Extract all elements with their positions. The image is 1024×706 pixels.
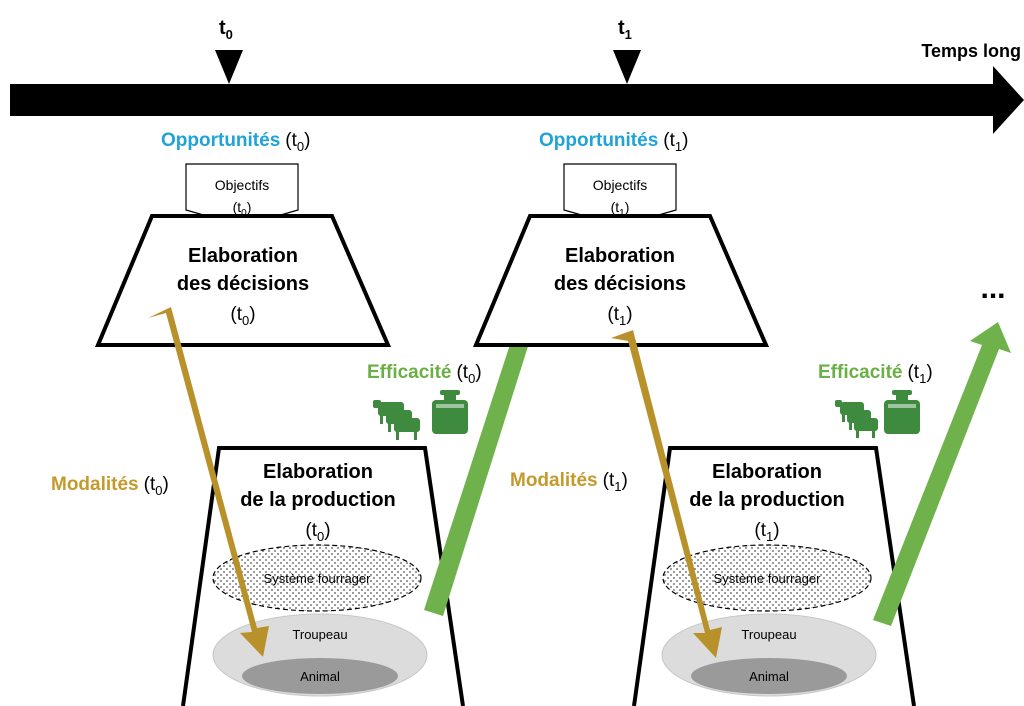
animal-ellipse [242,658,398,694]
animal-ellipse [691,658,847,694]
opportunites-label: Opportunités(t1) [539,130,688,154]
production-title-line2: de la production [240,489,396,511]
systeme-fourrager-label: Système fourrager [264,571,372,586]
production-title-line1: Elaboration [712,461,822,483]
production-title-line1: Elaboration [263,461,373,483]
milk-can-icon [884,390,920,434]
milk-can-icon [432,390,468,434]
efficacite-label: Efficacité(t1) [818,362,933,386]
stage-t1: Opportunités(t1) Objectifs (t1) Elaborat… [472,130,1011,706]
efficacite-arrow [424,311,542,616]
modalites-label: Modalités(t1) [510,470,628,494]
decisions-title-line2: des décisions [554,273,686,295]
timeline-arrow [10,66,1024,134]
decisions-time: (t0) [230,304,255,328]
modalites-label: Modalités(t0) [51,474,169,498]
systeme-fourrager-ellipse [662,544,872,612]
timeline: t0 t1 Temps long [10,17,1024,134]
decisions-title-line1: Elaboration [565,245,675,267]
decisions-title-line2: des décisions [177,273,309,295]
t0-marker [215,50,243,84]
objectifs-time: (t0) [233,199,252,219]
temps-long-label: Temps long [921,41,1021,61]
systeme-fourrager-ellipse [212,544,422,612]
animal-label: Animal [749,669,789,684]
troupeau-label: Troupeau [741,627,796,642]
production-title-line2: de la production [689,489,845,511]
modalites-arrow [611,330,722,658]
continuation-ellipsis: ... [980,272,1005,305]
animal-label: Animal [300,669,340,684]
objectifs-label: Objectifs [593,177,647,193]
systeme-fourrager-label: Système fourrager [714,571,822,586]
troupeau-label: Troupeau [292,627,347,642]
t0-label: t0 [219,17,233,42]
decisions-trapezoid [472,214,770,347]
efficacite-arrow [873,322,1011,626]
objectifs-time: (t1) [611,199,630,219]
t1-marker [613,50,641,84]
production-time: (t0) [305,520,330,544]
modalites-arrow [148,307,269,657]
cows-icon [835,400,878,438]
production-time: (t1) [754,520,779,544]
decisions-title-line1: Elaboration [188,245,298,267]
t1-label: t1 [618,17,632,42]
decisions-time: (t1) [607,304,632,328]
objectifs-label: Objectifs [215,177,269,193]
efficacite-label: Efficacité(t0) [367,362,482,386]
cows-icon [373,400,420,440]
opportunites-label: Opportunités(t0) [161,130,310,154]
stage-t0: Opportunités(t0) Objectifs (t0) Elaborat… [51,130,542,706]
